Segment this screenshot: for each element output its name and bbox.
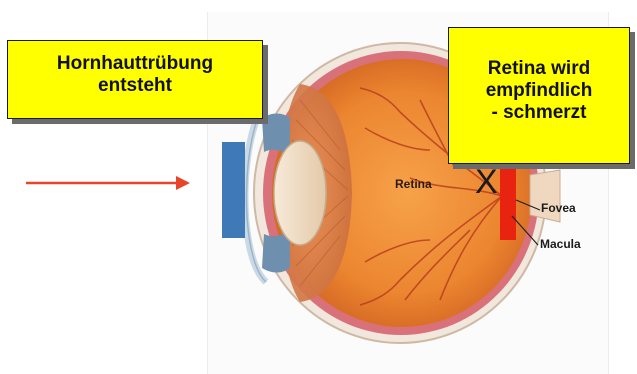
fovea-label: Fovea (541, 201, 576, 215)
callout-right-line-3: - schmerzt (449, 102, 629, 124)
retina-label: Retina (395, 177, 432, 191)
macula-label: Macula (540, 237, 581, 251)
retina-sensitivity-callout: Retina wird empfindlich - schmerzt (448, 27, 630, 164)
callout-left-line-1: Hornhauttrübung (8, 53, 262, 75)
callout-right-line-1: Retina wird (449, 58, 629, 80)
pain-marker: X (475, 165, 498, 199)
corneal-clouding-callout: Hornhauttrübung entsteht (7, 40, 263, 119)
lens (274, 141, 326, 245)
light-arrow (26, 176, 190, 190)
retina-highlight-bar (500, 160, 516, 240)
cornea-opacity-block (222, 142, 245, 238)
callout-left-line-2: entsteht (8, 75, 262, 97)
callout-right-line-2: empfindlich (449, 80, 629, 102)
